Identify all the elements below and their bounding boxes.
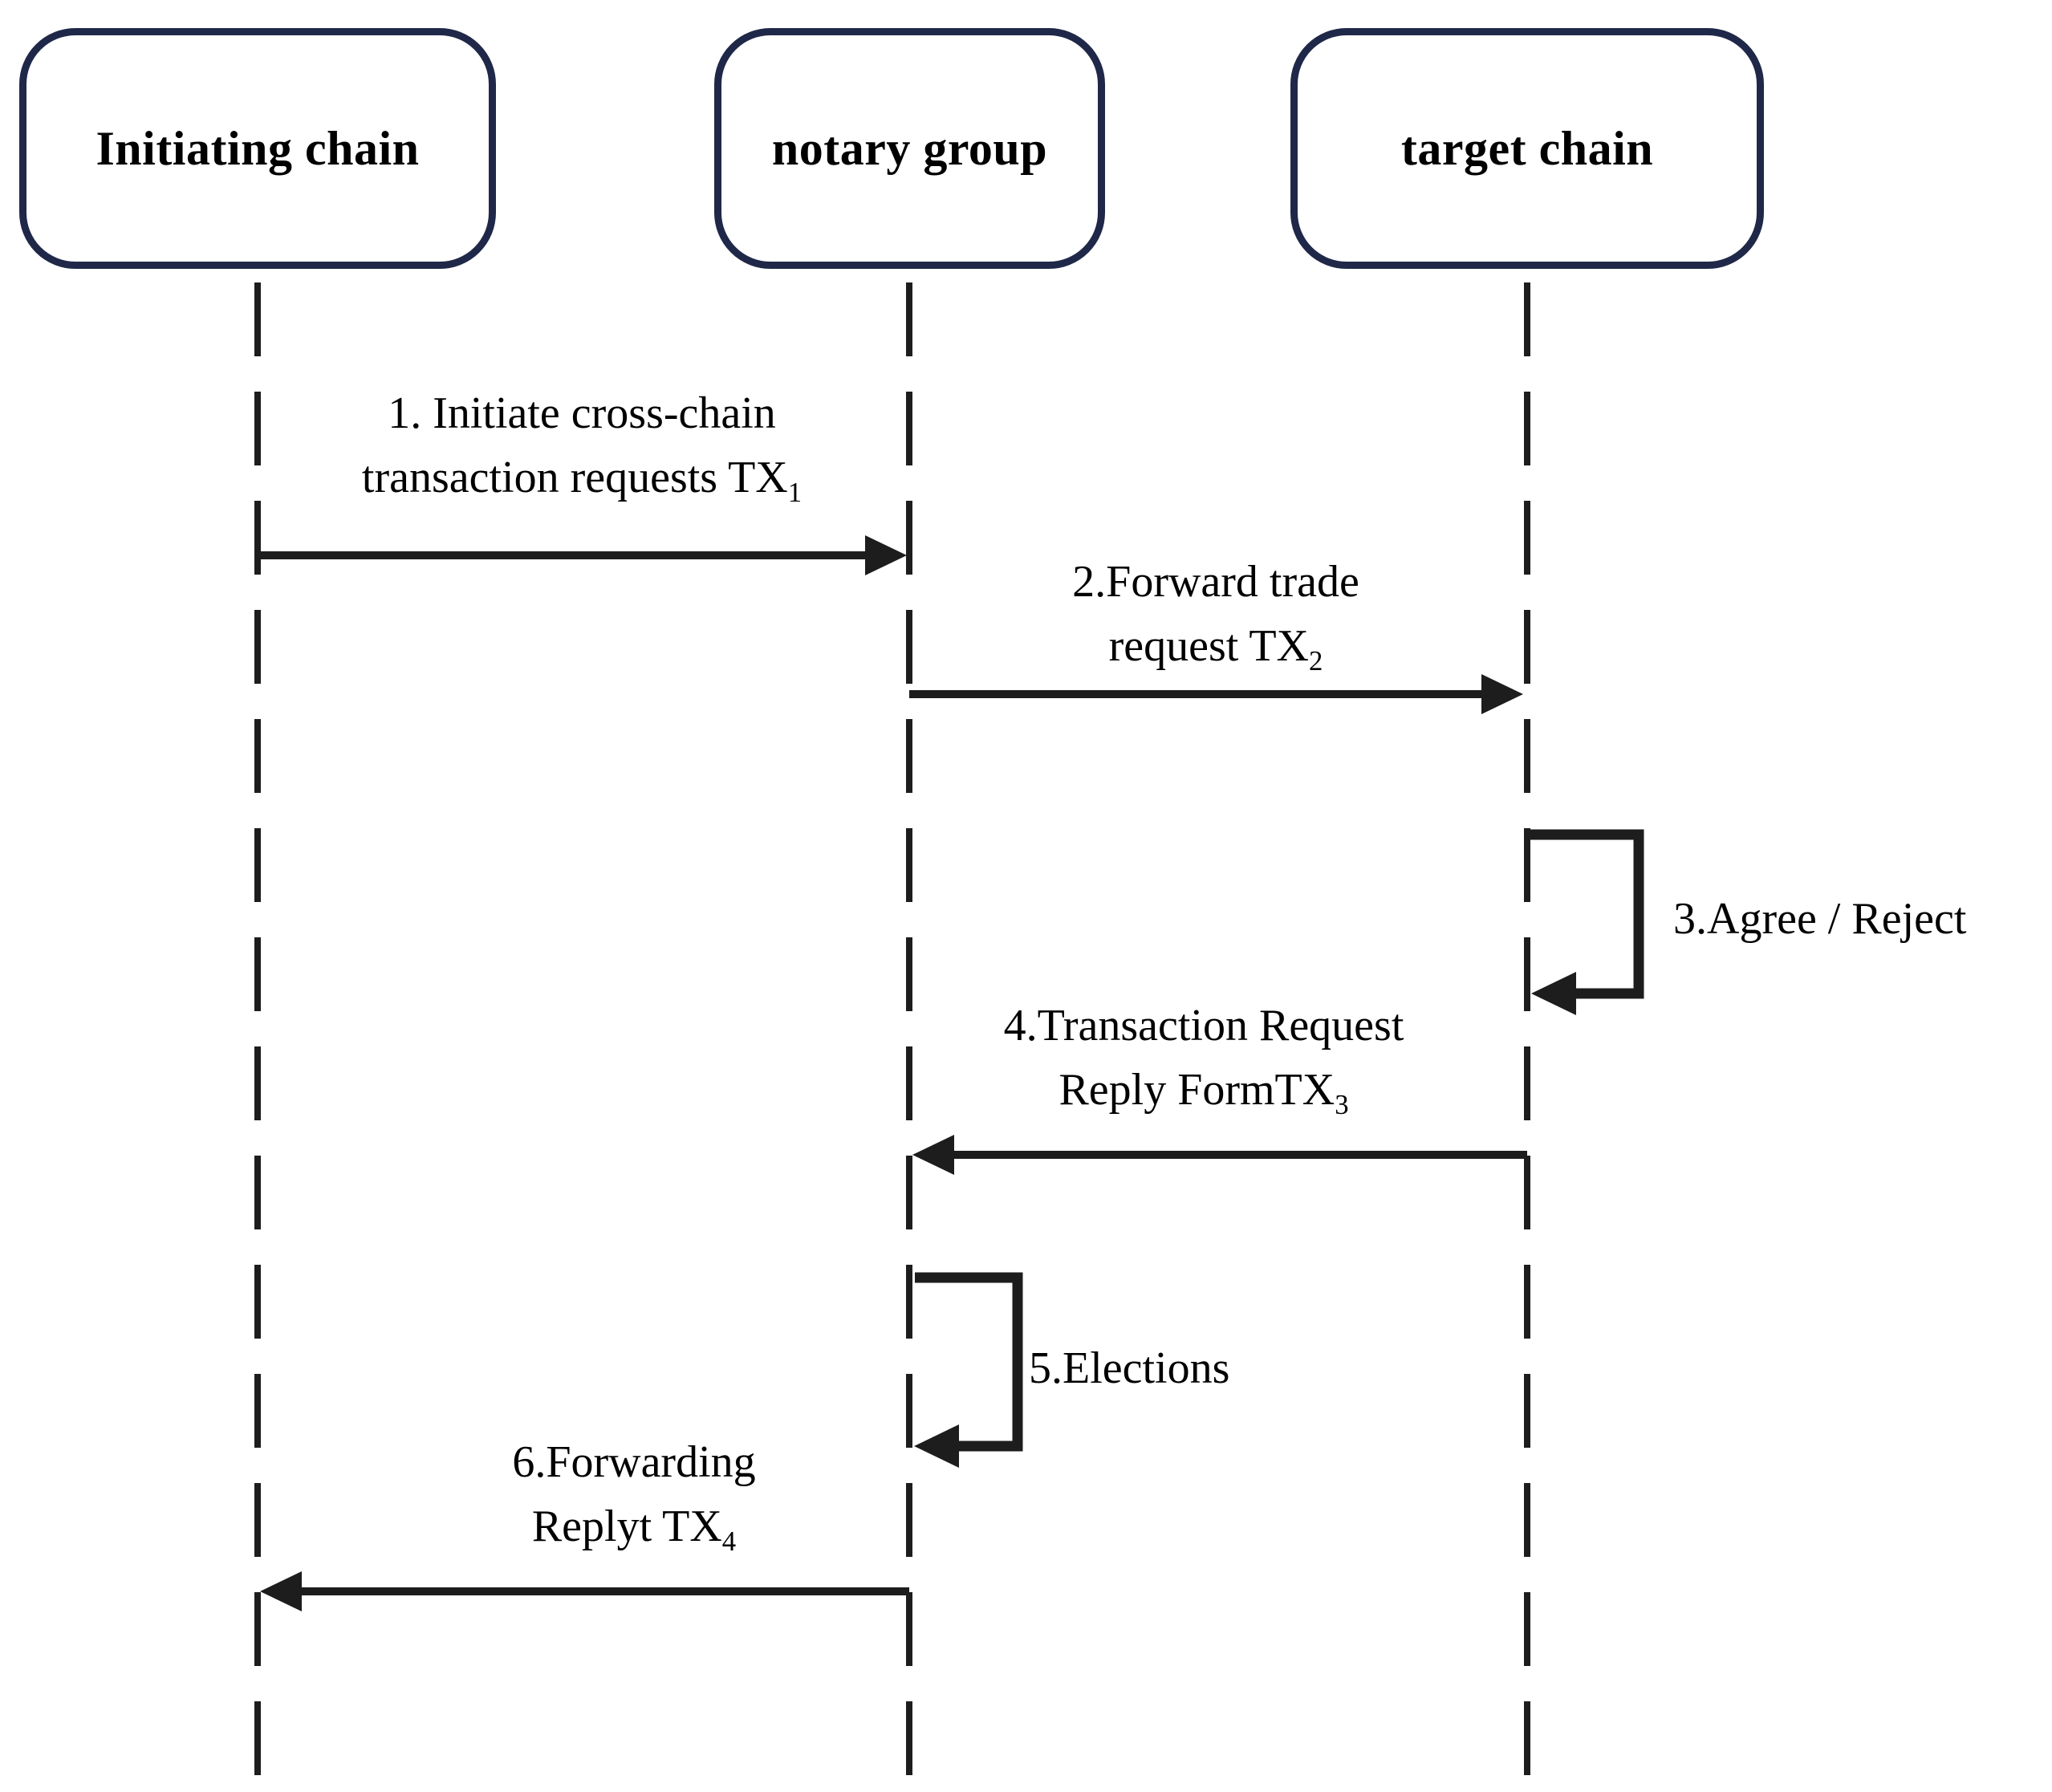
message-4-subscript: 3 — [1335, 1089, 1349, 1121]
actor-label-notary-group: notary group — [771, 121, 1048, 175]
message-5-label-line1: 5.Elections — [1029, 1343, 1230, 1393]
actor-box-target-chain: target chain — [1290, 28, 1764, 269]
message-3-arrowhead — [1531, 972, 1576, 1015]
message-1-label-line2: transaction requests TX1 — [361, 453, 803, 509]
message-2-arrowhead — [1481, 674, 1523, 714]
message-1-label-line1: 1. Initiate cross-chain — [388, 388, 776, 438]
message-4-label: 4.Transaction Request Reply FormTX3 — [883, 994, 1525, 1122]
message-3-label-line1: 3.Agree / Reject — [1673, 894, 1967, 944]
message-3-label: 3.Agree / Reject — [1673, 887, 2050, 951]
message-4-arrowhead — [912, 1135, 954, 1175]
message-5-arrowhead — [914, 1424, 959, 1468]
message-3-self-loop — [1530, 829, 1644, 999]
message-6-label: 6.Forwarding Replyt TX4 — [313, 1430, 955, 1558]
message-5-self-loop — [915, 1272, 1023, 1452]
message-6-arrowhead — [260, 1571, 302, 1611]
message-2-label: 2.Forward trade request TX2 — [895, 550, 1537, 678]
message-6-label-line1: 6.Forwarding — [512, 1437, 756, 1487]
message-2-label-line2: request TX2 — [1108, 621, 1323, 677]
message-1-arrowhead — [865, 535, 907, 575]
message-2-subscript: 2 — [1309, 645, 1323, 677]
message-1-subscript: 1 — [787, 477, 803, 509]
actor-label-target-chain: target chain — [1400, 121, 1654, 175]
message-4-label-line1: 4.Transaction Request — [1003, 1001, 1404, 1050]
message-6-subscript: 4 — [721, 1526, 737, 1558]
message-2-label-line1: 2.Forward trade — [1072, 557, 1359, 607]
actor-label-initiating-chain: Initiating chain — [95, 121, 420, 175]
message-4-label-line2: Reply FormTX3 — [1059, 1065, 1349, 1121]
actor-box-notary-group: notary group — [714, 28, 1105, 269]
actor-box-initiating-chain: Initiating chain — [19, 28, 496, 269]
message-5-label: 5.Elections — [1029, 1336, 1366, 1400]
message-1-label: 1. Initiate cross-chain transaction requ… — [261, 381, 903, 510]
message-6-label-line2: Replyt TX4 — [531, 1501, 737, 1558]
